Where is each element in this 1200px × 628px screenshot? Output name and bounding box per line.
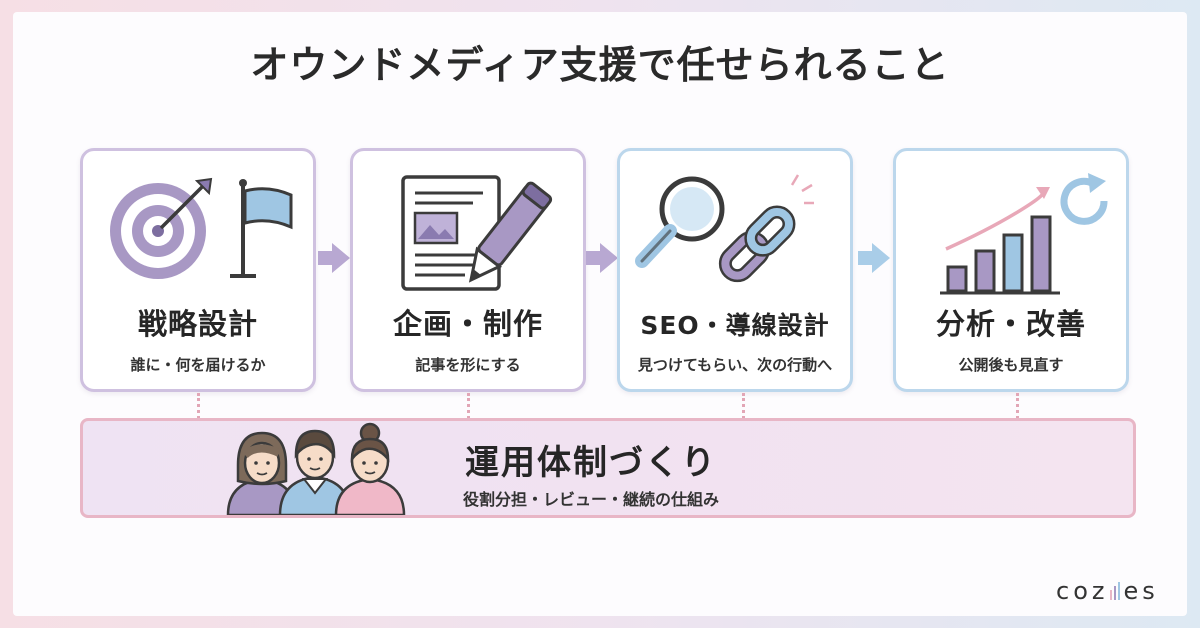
step-sub: 公開後も見直す: [958, 356, 1064, 374]
foundation-band: 運用体制づくり 役割分担・レビュー・継続の仕組み: [80, 418, 1136, 518]
foundation-title: 運用体制づくり: [465, 443, 717, 483]
connector-dots: [197, 393, 200, 419]
brand-text-left: coz: [1056, 577, 1109, 605]
brand-logo: coz es: [1056, 577, 1176, 605]
target-flag-icon: [110, 177, 293, 279]
step-sub: 見つけてもらい、次の行動へ: [637, 356, 833, 374]
step-label: SEO・導線設計: [640, 311, 830, 340]
foundation-sub: 役割分担・レビュー・継続の仕組み: [462, 490, 719, 509]
growth-chart-refresh-icon: [940, 173, 1108, 295]
arrow-right-icon: [318, 243, 350, 273]
document-pen-icon: [401, 175, 553, 291]
arrow-right-icon: [858, 243, 890, 273]
step-card-planning: 企画・制作 記事を形にする: [350, 148, 586, 392]
step-label: 企画・制作: [392, 307, 543, 341]
magnifier-link-icon: [635, 174, 814, 283]
step-card-seo: SEO・導線設計 見つけてもらい、次の行動へ: [617, 148, 853, 392]
connector-dots: [467, 393, 470, 419]
step-label: 戦略設計: [137, 307, 258, 341]
arrow-right-icon: [586, 243, 618, 273]
step-card-analysis: 分析・改善 公開後も見直す: [893, 148, 1129, 392]
brand-text-right: es: [1123, 577, 1159, 605]
step-card-strategy: 戦略設計 誰に・何を届けるか: [80, 148, 316, 392]
step-sub: 誰に・何を届けるか: [130, 356, 266, 374]
brand-bars-icon: [1110, 582, 1121, 600]
step-label: 分析・改善: [935, 307, 1086, 341]
connector-dots: [1016, 393, 1019, 419]
team-people-icon: [226, 422, 406, 515]
page-title: オウンドメディア支援で任せられること: [250, 43, 950, 87]
step-sub: 記事を形にする: [415, 356, 521, 374]
connector-dots: [742, 393, 745, 419]
